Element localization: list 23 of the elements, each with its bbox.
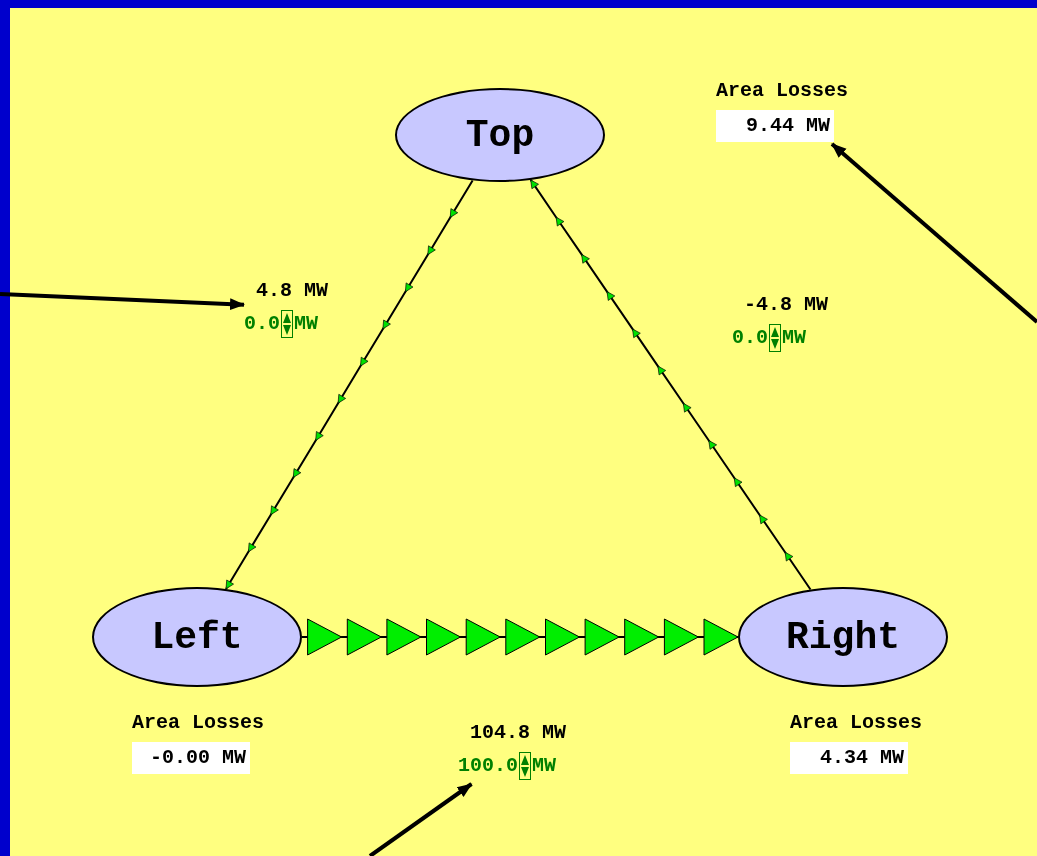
area-name: Right: [786, 614, 900, 661]
losses-heading: Area Losses: [790, 710, 923, 736]
flow-value: 104.8 MW: [469, 720, 566, 746]
area-name: Left: [151, 614, 243, 661]
area-name: Top: [465, 112, 535, 159]
setpoint-value: 0.0: [244, 311, 280, 337]
losses-heading: Area Losses: [716, 78, 849, 104]
losses-value: 4.34 MW: [790, 742, 908, 774]
losses-value: 9.44 MW: [716, 110, 834, 142]
setpoint-value: 100.0: [458, 753, 518, 779]
flow-line: [225, 179, 474, 590]
setpoint-value: 0.0: [732, 325, 768, 351]
pointer-arrow: [830, 142, 1037, 324]
flow-line: [301, 618, 739, 656]
flow-value: 4.8 MW: [255, 278, 328, 304]
losses-heading: Area Losses: [132, 710, 265, 736]
pointer-arrow: [0, 292, 245, 311]
unit-text: MW: [782, 325, 807, 351]
unit-text: MW: [532, 753, 557, 779]
losses-value: -0.00 MW: [132, 742, 250, 774]
unit-text: MW: [294, 311, 319, 337]
flow-value: -4.8 MW: [743, 292, 828, 318]
pointer-arrow: [368, 782, 473, 856]
